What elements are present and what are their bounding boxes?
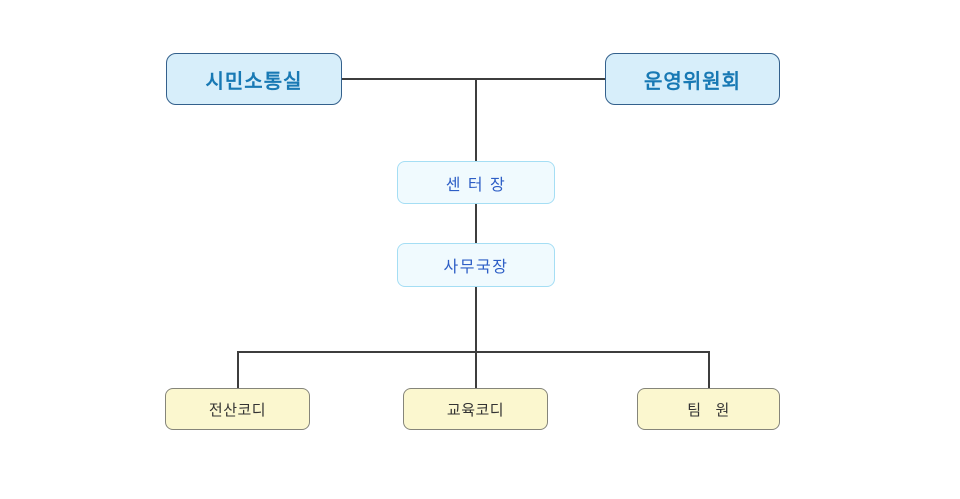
connector-secretary-branch <box>475 287 477 388</box>
connector-branch-horizontal <box>237 351 709 353</box>
connector-drop-left <box>237 351 239 388</box>
node-steering-committee: 운영위원회 <box>605 53 780 105</box>
node-education-coordinator: 교육코디 <box>403 388 548 430</box>
connector-top-horizontal <box>342 78 606 80</box>
connector-top-vertical <box>475 78 477 161</box>
connector-director-secretary <box>475 204 477 243</box>
node-team-member: 팀 원 <box>637 388 780 430</box>
node-secretary-general: 사무국장 <box>397 243 555 287</box>
node-it-coordinator: 전산코디 <box>165 388 310 430</box>
node-center-director: 센 터 장 <box>397 161 555 204</box>
connector-drop-right <box>708 351 710 388</box>
node-citizen-communication-office: 시민소통실 <box>166 53 342 105</box>
